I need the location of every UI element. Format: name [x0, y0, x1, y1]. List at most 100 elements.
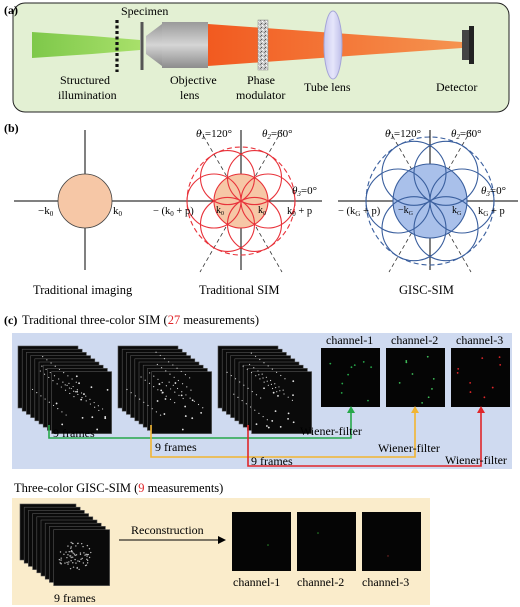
- channel-dot: [341, 382, 344, 385]
- frame-dot: [76, 567, 78, 569]
- frame-dot: [71, 556, 74, 558]
- frame-dot: [86, 558, 88, 560]
- frame-dot: [88, 548, 91, 550]
- frame-dot: [76, 390, 78, 393]
- gisc-left-label: − (k: [338, 206, 356, 217]
- frames-label-3: 9 frames: [251, 454, 293, 468]
- frame-dot: [70, 560, 72, 562]
- frame: [51, 371, 112, 434]
- detector-shape: [462, 26, 474, 64]
- frame-dot: [58, 559, 61, 561]
- gisc-inner-left: −k: [398, 205, 409, 216]
- objective-lens-label-1: Objective: [170, 73, 217, 87]
- frame-dot: [292, 394, 294, 397]
- frame-dot: [81, 542, 83, 545]
- channel-dot: [411, 373, 414, 375]
- frame: [151, 371, 212, 434]
- yellow-connector: [150, 410, 416, 458]
- frame-dot: [83, 393, 85, 395]
- frame-dot: [73, 553, 76, 555]
- frame-dot: [85, 553, 87, 555]
- frame-dot: [81, 416, 84, 419]
- frame-stack-3: [217, 345, 312, 434]
- frame-dot: [61, 423, 64, 426]
- frame-dot: [163, 413, 166, 415]
- phase-modulator-shape: [257, 19, 269, 71]
- frame-dot: [86, 559, 89, 562]
- structured-illumination-label-1: Structured: [60, 73, 110, 87]
- frame-dot: [184, 405, 187, 408]
- frame-dot: [82, 545, 84, 548]
- svg-text:θ3=0°: θ3=0°: [481, 185, 506, 198]
- frame-dot: [84, 554, 86, 556]
- frame-dot: [287, 417, 289, 420]
- svg-text:θ1=120°: θ1=120°: [196, 128, 232, 141]
- channel-dot: [329, 362, 332, 365]
- gisc-theta1: θ: [385, 128, 391, 140]
- channel-2-image: [386, 348, 445, 407]
- gisc-frame-stack: [19, 503, 110, 586]
- frame-dot: [83, 552, 85, 554]
- frame-dot: [74, 558, 76, 561]
- frame-dot: [184, 415, 187, 417]
- frame-dot: [158, 383, 161, 385]
- svg-text:−k0: −k0: [38, 205, 54, 218]
- structured-illumination-label-2: illumination: [58, 88, 117, 102]
- frame-dot: [59, 551, 62, 553]
- gisc-sim-title: Three-color GISC-SIM (9 measurements): [14, 481, 223, 495]
- channel-dot: [405, 361, 408, 364]
- frame-dot: [70, 547, 72, 549]
- frame-dot: [86, 553, 88, 556]
- wiener-filter-label-2: Wiener-filter: [378, 441, 440, 455]
- channel-dot: [421, 401, 424, 404]
- frame-stack-1: [17, 345, 112, 434]
- frame-dot: [181, 428, 184, 431]
- frame: [251, 371, 312, 434]
- phase-modulator-label-2: modulator: [236, 88, 285, 102]
- sim-right-label: k: [287, 206, 293, 217]
- channel-3-image: [451, 348, 510, 407]
- frame-dot: [200, 411, 203, 414]
- frame-dot: [67, 545, 69, 547]
- frame-dot: [191, 399, 194, 402]
- frame-stack-2: [117, 345, 212, 434]
- channel-dot: [498, 356, 501, 359]
- channel-dot: [353, 364, 356, 367]
- frame-dot: [180, 394, 183, 397]
- frame-dot: [70, 541, 72, 544]
- otf-support-circle: [57, 173, 113, 229]
- frame-dot: [66, 556, 68, 559]
- frame-dot: [67, 554, 69, 556]
- channel-dot: [362, 361, 365, 363]
- traditional-sim-diagram: θ1=120° θ2=60° θ3=0° − (k0 + p) k0 k0 k0…: [152, 128, 322, 297]
- frame-dot: [71, 551, 73, 553]
- svg-text:−kG: −kG: [398, 205, 414, 217]
- channel-1-dots: [329, 361, 373, 402]
- frame-dot: [96, 428, 99, 431]
- phase-modulator-label-1: Phase: [247, 73, 275, 87]
- frame-dot: [63, 553, 65, 556]
- wiener-filter-label-1: Wiener-filter: [300, 424, 362, 438]
- frame-dot: [78, 382, 80, 385]
- gisc-channel-3-image: [362, 512, 421, 571]
- svg-text:k0: k0: [113, 205, 123, 218]
- channel-dot: [398, 381, 401, 384]
- frame-dot: [265, 425, 268, 427]
- frame-dot: [70, 546, 72, 548]
- panel-a-label: (a): [4, 3, 18, 17]
- sim-theta1: θ: [196, 128, 202, 140]
- svg-text:k0: k0: [258, 205, 266, 217]
- sim-theta3: θ: [292, 185, 298, 197]
- frame-dot: [267, 426, 270, 429]
- channel-dot: [481, 357, 484, 360]
- frame-dot: [60, 559, 62, 561]
- frame-dot: [72, 562, 74, 564]
- frame-dot: [72, 542, 74, 545]
- gisc-right-label: k: [478, 206, 484, 217]
- channel-dot: [499, 364, 502, 366]
- frame-dot: [75, 562, 77, 564]
- frame-dot: [70, 550, 73, 552]
- channel-1-image: [321, 348, 380, 407]
- frame-dot: [75, 375, 78, 378]
- frame-dot: [75, 554, 78, 556]
